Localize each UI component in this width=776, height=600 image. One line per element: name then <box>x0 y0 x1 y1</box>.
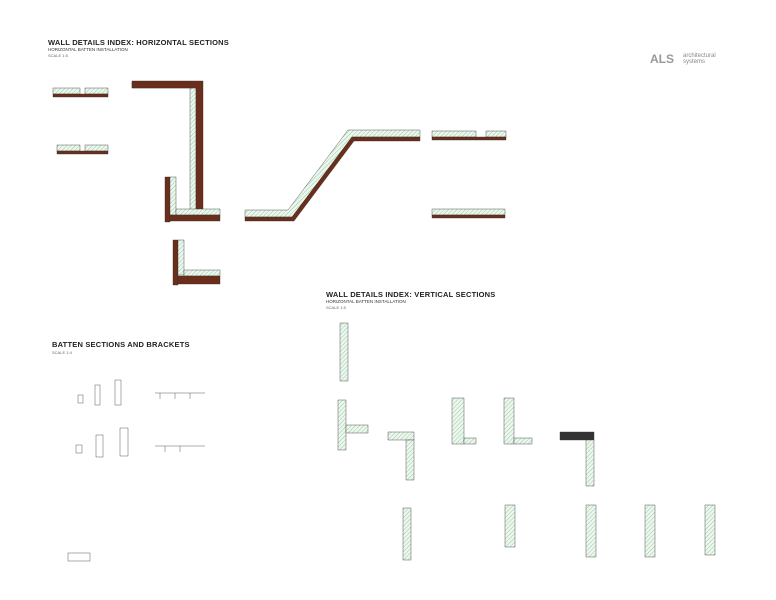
detail-v9 <box>585 504 597 558</box>
horizontal-sections-scale: SCALE 1:5 <box>48 53 68 58</box>
detail-h3 <box>56 144 109 155</box>
logo-mark: ALS <box>650 52 674 66</box>
vertical-sections-title: WALL DETAILS INDEX: VERTICAL SECTIONS <box>326 290 496 299</box>
detail-v1 <box>339 322 349 382</box>
detail-h1 <box>52 87 109 98</box>
vertical-sections-scale: SCALE 1:5 <box>326 305 346 310</box>
detail-v10 <box>644 504 656 558</box>
detail-h7 <box>431 208 506 219</box>
detail-h4 <box>164 176 221 223</box>
detail-v6 <box>559 431 595 487</box>
detail-v2 <box>337 399 369 451</box>
detail-v7 <box>402 507 412 561</box>
detail-v11 <box>704 504 716 556</box>
detail-h5 <box>172 239 221 286</box>
horizontal-sections-title: WALL DETAILS INDEX: HORIZONTAL SECTIONS <box>48 38 229 47</box>
batten-profiles <box>67 379 205 562</box>
detail-h6 <box>431 130 507 141</box>
detail-v8 <box>504 504 516 548</box>
detail-v4 <box>451 397 477 445</box>
horizontal-sections-subtitle: HORIZONTAL BATTEN INSTALLATION <box>48 47 128 52</box>
vertical-sections-subtitle: HORIZONTAL BATTEN INSTALLATION <box>326 299 406 304</box>
detail-h-ramp <box>244 129 421 222</box>
batten-sections-scale: SCALE 1:4 <box>52 350 72 355</box>
detail-v5 <box>503 397 533 445</box>
detail-v3 <box>387 431 415 481</box>
logo-name-2: systems <box>683 59 706 65</box>
batten-sections-title: BATTEN SECTIONS AND BRACKETS <box>52 340 190 349</box>
logo-name-1: architectural <box>683 53 716 59</box>
